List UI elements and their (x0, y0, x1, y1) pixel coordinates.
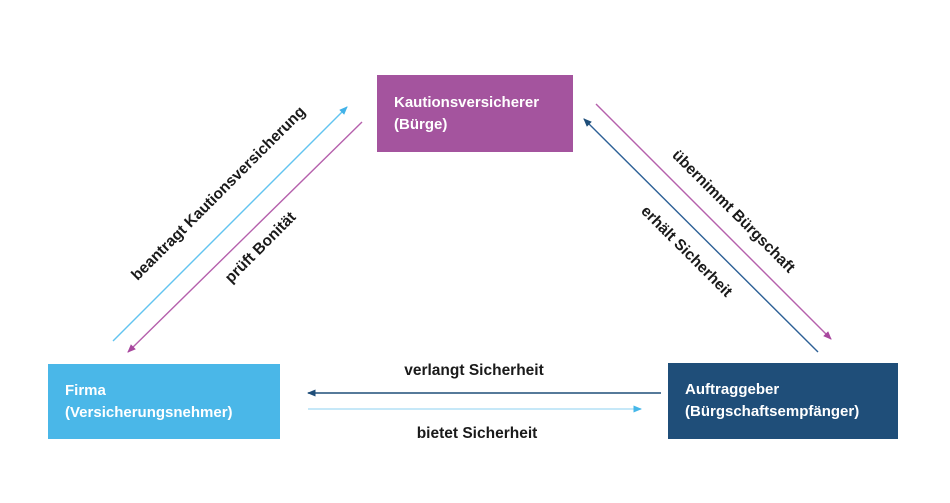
node-firma-title: Firma (65, 381, 106, 399)
edge-beantragt-line (112, 106, 348, 342)
node-kautionsversicherer: Kautionsversicherer (Bürge) (377, 75, 573, 152)
edge-uebernimmt-line (595, 103, 832, 340)
node-auftraggeber-subtitle: (Bürgschaftsempfänger) (685, 403, 860, 420)
node-firma: Firma (Versicherungsnehmer) (48, 364, 280, 439)
edge-label-verlangt: verlangt Sicherheit (404, 362, 544, 379)
node-kautionsversicherer-subtitle: (Bürge) (394, 115, 448, 133)
edge-prueft-bonitaet-line (127, 121, 363, 353)
edge-label-bietet: bietet Sicherheit (416, 425, 538, 442)
node-auftraggeber: Auftraggeber (Bürgschaftsempfänger) (668, 363, 898, 439)
node-firma-subtitle: (Versicherungsnehmer) (65, 403, 233, 421)
node-kautionsversicherer-title: Kautionsversicherer (394, 93, 540, 111)
edge-erhaelt-line (583, 118, 819, 353)
node-auftraggeber-title: Auftraggeber (685, 381, 780, 399)
